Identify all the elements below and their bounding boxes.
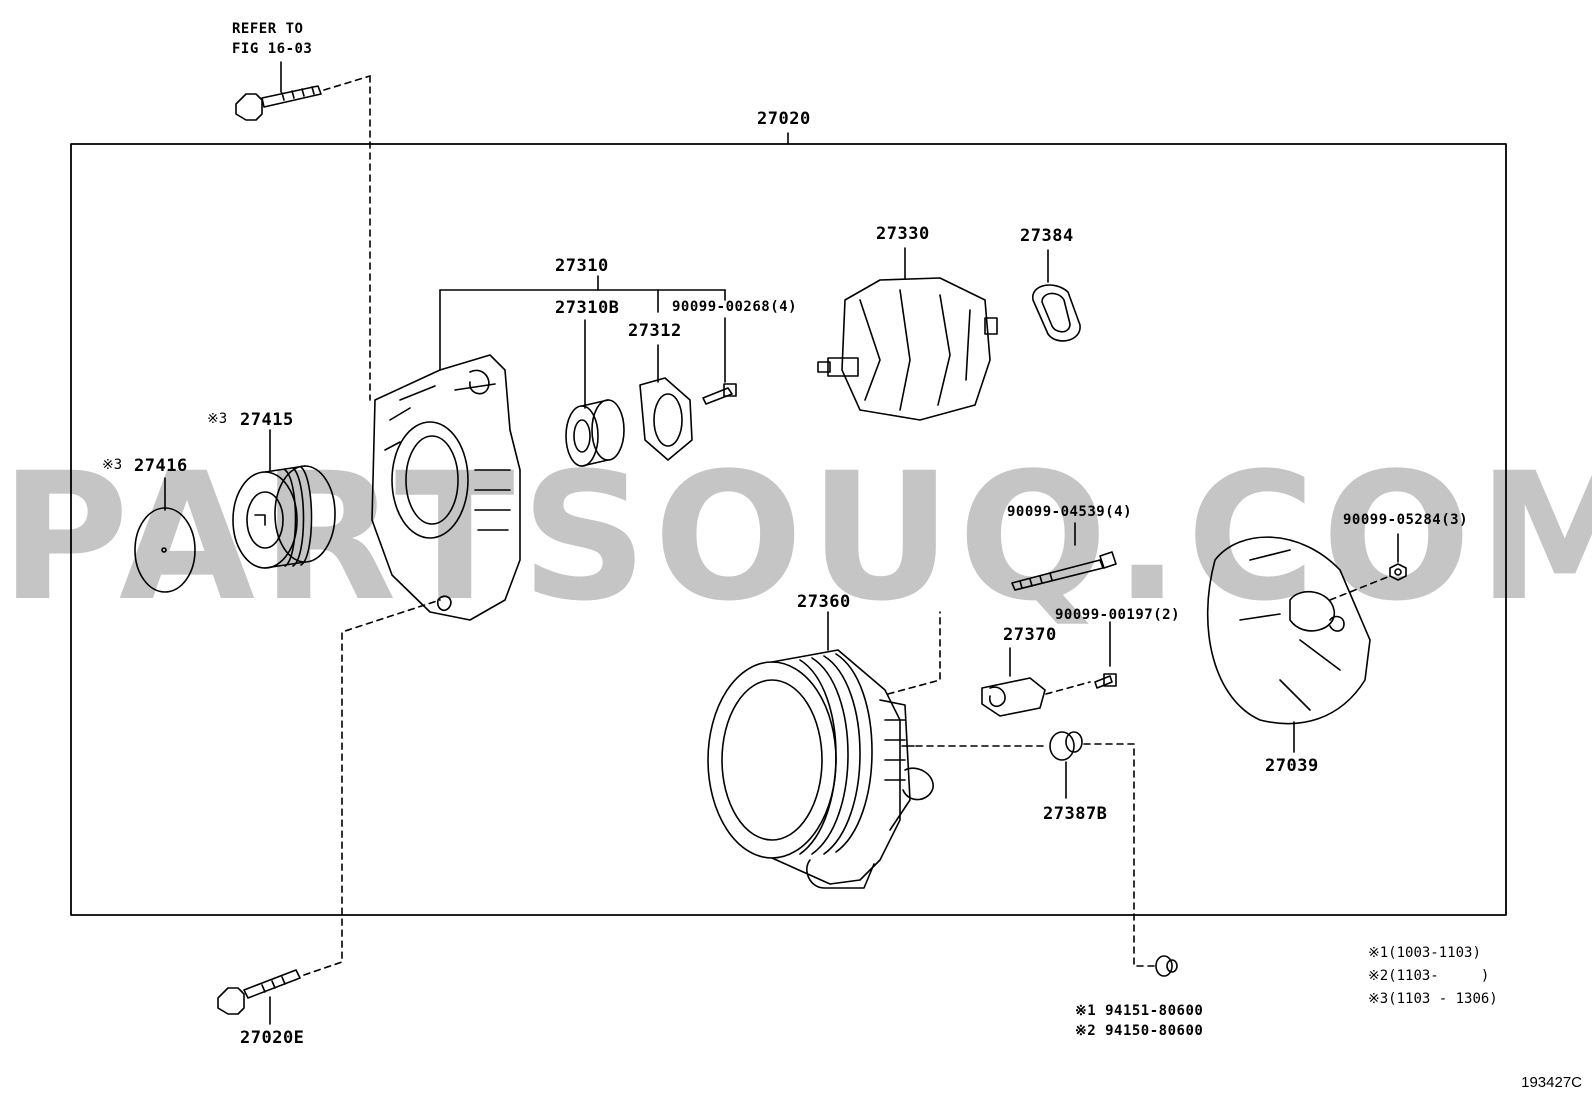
nut-note-1: ※1 94151-80600 — [1075, 1003, 1204, 1019]
rear-cover-27039-drawing — [1206, 536, 1391, 753]
drive-end-frame-drawing — [371, 275, 726, 621]
part-label-27387B: 27387B — [1043, 804, 1108, 824]
assembly-frame — [70, 143, 1507, 916]
legend-line-1: ※1(1003-1103) — [1368, 945, 1481, 961]
bottom-bolt-drawing — [217, 599, 441, 1025]
watermark: PARTSOUQ.COM — [0, 435, 1592, 640]
part-label-27370: 27370 — [1003, 625, 1057, 645]
part-label-27384: 27384 — [1020, 226, 1074, 246]
refer-to-line2: FIG 16-03 — [232, 41, 313, 57]
assembly-label-27020: 27020 — [757, 109, 811, 129]
pulley-27415-drawing — [232, 429, 336, 569]
legend-line-2: ※2(1103- ) — [1368, 968, 1490, 984]
part-label-90099-04539: 90099-04539(4) — [1007, 504, 1133, 520]
part-label-27039: 27039 — [1265, 756, 1319, 776]
bolt-04539-drawing — [1011, 522, 1117, 591]
mark-27415: ※3 — [207, 411, 228, 427]
part-label-27310B: 27310B — [555, 298, 620, 318]
cover-27416-drawing — [134, 477, 196, 593]
refer-to-line1: REFER TO — [232, 21, 304, 37]
part-label-27312: 27312 — [628, 321, 682, 341]
nut-05284-drawing — [1389, 533, 1407, 581]
part-label-27310: 27310 — [555, 256, 609, 276]
part-label-27020E: 27020E — [240, 1028, 305, 1048]
part-label-27330: 27330 — [876, 224, 930, 244]
part-label-27416: 27416 — [134, 456, 188, 476]
figure-code: 193427C — [1521, 1074, 1582, 1091]
part-label-27415: 27415 — [240, 410, 294, 430]
bearing-27310B-drawing — [565, 319, 625, 467]
rotor-27330-drawing — [817, 247, 998, 421]
screw-00197-drawing — [1094, 621, 1117, 689]
part-label-27360: 27360 — [797, 592, 851, 612]
part-label-90099-00197: 90099-00197(2) — [1055, 607, 1181, 623]
top-bolt-drawing — [235, 61, 371, 401]
insulator-27387B-drawing — [1049, 731, 1156, 967]
nut-drawing — [1155, 955, 1178, 977]
ring-27384-drawing — [1032, 249, 1081, 342]
brush-holder-27370-drawing — [981, 647, 1091, 717]
legend-line-3: ※3(1103 - 1306) — [1368, 991, 1498, 1007]
part-label-90099-05284: 90099-05284(3) — [1343, 512, 1469, 528]
stator-27360-drawing — [707, 611, 1046, 889]
retainer-27312-drawing — [639, 289, 693, 461]
screw-00268-drawing — [702, 289, 737, 405]
mark-27416: ※3 — [102, 457, 123, 473]
nut-note-2: ※2 94150-80600 — [1075, 1023, 1204, 1039]
part-label-90099-00268: 90099-00268(4) — [672, 299, 798, 315]
